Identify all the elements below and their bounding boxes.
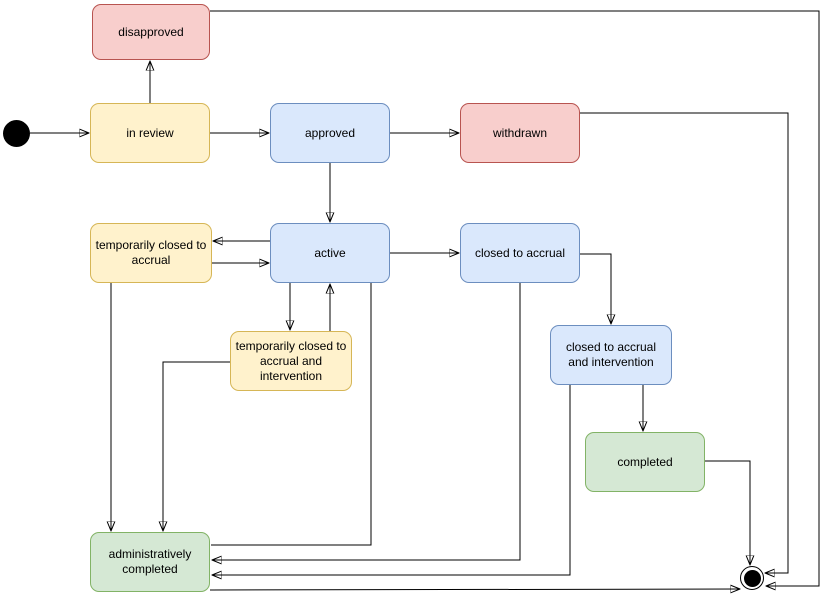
state-label: closed to accrual: [474, 245, 566, 260]
edge-withdrawn-to-final: [580, 112, 789, 573]
state-administratively-completed: administratively completed: [90, 532, 210, 592]
state-label: active: [314, 245, 346, 260]
final-state-inner-dot: [743, 569, 761, 587]
state-temporarily-closed-to-accrual-and-intervention: temporarily closed to accrual and interv…: [230, 331, 352, 391]
state-in-review: in review: [90, 103, 210, 163]
state-label: completed: [617, 454, 673, 469]
state-label: temporarily closed to accrual: [95, 238, 207, 267]
edge-disapproved-to-final: [210, 10, 820, 586]
state-label: administratively completed: [108, 547, 192, 576]
edge-closed-accrual-to-administratively-completed: [212, 283, 521, 560]
state-label: in review: [126, 125, 174, 140]
edge-completed-to-final: [705, 460, 750, 565]
state-active: active: [270, 223, 390, 283]
state-approved: approved: [270, 103, 390, 163]
initial-state: [3, 120, 30, 147]
edge-active-to-administratively-completed: [211, 283, 372, 546]
edge-closed-accrual-to-closed-accrual-intervention: [580, 253, 611, 324]
state-label: closed to accrual and intervention: [565, 340, 657, 369]
edge-closed-accrual-intervention-to-administratively-completed: [212, 385, 571, 575]
state-closed-to-accrual-and-intervention: closed to accrual and intervention: [550, 325, 672, 385]
final-state: [740, 566, 764, 590]
state-label: disapproved: [118, 24, 184, 39]
state-label: temporarily closed to accrual and interv…: [235, 338, 347, 383]
state-completed: completed: [585, 432, 705, 492]
edge-temp-closed-accrual-intervention-to-administratively-completed: [163, 361, 230, 531]
state-label: withdrawn: [492, 125, 548, 140]
state-label: approved: [304, 125, 356, 140]
state-withdrawn: withdrawn: [460, 103, 580, 163]
state-disapproved: disapproved: [92, 4, 210, 60]
state-closed-to-accrual: closed to accrual: [460, 223, 580, 283]
edge-administratively-completed-to-final: [209, 589, 740, 590]
state-temporarily-closed-to-accrual: temporarily closed to accrual: [90, 223, 212, 283]
